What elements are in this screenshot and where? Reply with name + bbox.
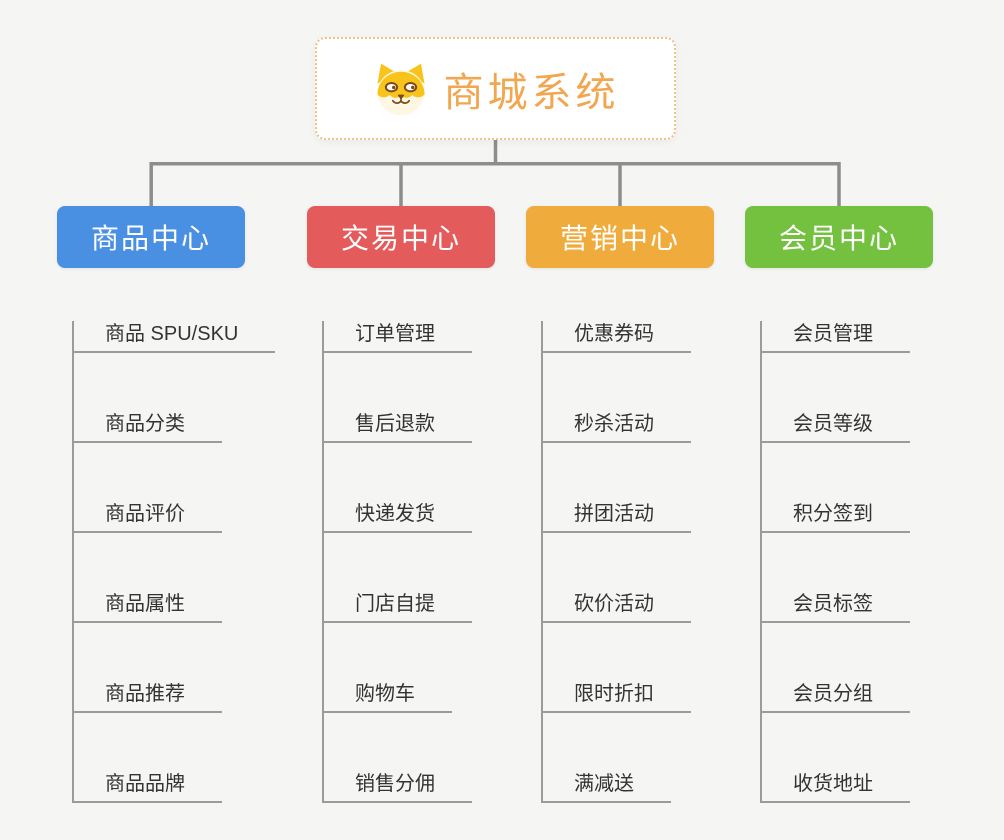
branch-header-trade-center[interactable]: 交易中心 <box>307 206 495 268</box>
leaf-item[interactable]: 商品品牌 <box>74 771 222 803</box>
leaf-item[interactable]: 售后退款 <box>324 411 472 443</box>
leaf-item[interactable]: 商品评价 <box>74 501 222 533</box>
leaf-list-product-center: 商品 SPU/SKU 商品分类 商品评价 商品属性 商品推荐 商品品牌 <box>72 321 276 803</box>
branch-header-member-center[interactable]: 会员中心 <box>745 206 933 268</box>
leaf-list-member-center: 会员管理 会员等级 积分签到 会员标签 会员分组 收货地址 <box>760 321 910 803</box>
leaf-item[interactable]: 会员标签 <box>762 591 910 623</box>
leaf-item[interactable]: 积分签到 <box>762 501 910 533</box>
branch-label: 营销中心 <box>559 223 680 254</box>
leaf-item[interactable]: 优惠券码 <box>543 321 691 353</box>
root-node[interactable]: 商城系统 <box>315 37 676 140</box>
leaf-item[interactable]: 满减送 <box>543 771 671 803</box>
leaf-item[interactable]: 限时折扣 <box>543 681 691 713</box>
branch-label: 交易中心 <box>340 223 461 254</box>
leaf-item[interactable]: 收货地址 <box>762 771 910 803</box>
leaf-item[interactable]: 会员等级 <box>762 411 910 443</box>
branch-header-product-center[interactable]: 商品中心 <box>57 206 245 268</box>
leaf-item[interactable]: 订单管理 <box>324 321 472 353</box>
leaf-item[interactable]: 拼团活动 <box>543 501 691 533</box>
leaf-item[interactable]: 商品属性 <box>74 591 222 623</box>
leaf-item[interactable]: 销售分佣 <box>324 771 472 803</box>
leaf-item[interactable]: 快递发货 <box>324 501 472 533</box>
leaf-item[interactable]: 商品 SPU/SKU <box>74 321 276 353</box>
shiba-dog-icon <box>372 60 430 118</box>
leaf-item[interactable]: 会员分组 <box>762 681 910 713</box>
leaf-list-marketing-center: 优惠券码 秒杀活动 拼团活动 砍价活动 限时折扣 满减送 <box>541 321 691 803</box>
branch-member-center: 会员中心 会员管理 会员等级 积分签到 会员标签 会员分组 收货地址 <box>745 206 933 803</box>
leaf-item[interactable]: 会员管理 <box>762 321 910 353</box>
leaf-item[interactable]: 门店自提 <box>324 591 472 623</box>
leaf-item[interactable]: 秒杀活动 <box>543 411 691 443</box>
branch-header-marketing-center[interactable]: 营销中心 <box>526 206 714 268</box>
leaf-item[interactable]: 购物车 <box>324 681 452 713</box>
branch-label: 商品中心 <box>90 223 211 254</box>
leaf-item[interactable]: 砍价活动 <box>543 591 691 623</box>
branch-label: 会员中心 <box>778 223 899 254</box>
branch-trade-center: 交易中心 订单管理 售后退款 快递发货 门店自提 购物车 销售分佣 <box>307 206 495 803</box>
leaf-item[interactable]: 商品推荐 <box>74 681 222 713</box>
root-title: 商城系统 <box>443 70 620 115</box>
branch-product-center: 商品中心 商品 SPU/SKU 商品分类 商品评价 商品属性 商品推荐 商品品牌 <box>57 206 276 803</box>
leaf-list-trade-center: 订单管理 售后退款 快递发货 门店自提 购物车 销售分佣 <box>322 321 472 803</box>
leaf-item[interactable]: 商品分类 <box>74 411 222 443</box>
branch-marketing-center: 营销中心 优惠券码 秒杀活动 拼团活动 砍价活动 限时折扣 满减送 <box>526 206 714 803</box>
